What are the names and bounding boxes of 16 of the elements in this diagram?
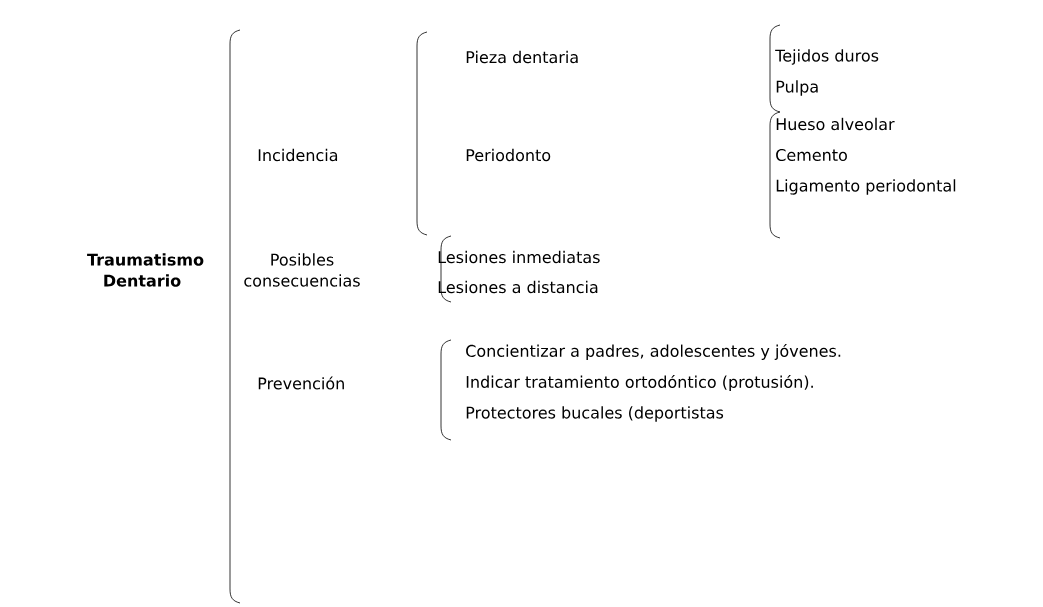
category-text: Prevención (258, 376, 344, 390)
subcategory-text: Pieza dentaria (466, 50, 578, 64)
title-text: Traumatismo Dentario (87, 253, 204, 287)
item-text: Indicar tratamiento ortodóntico (protusión). (466, 374, 813, 392)
item-text: Pulpa (776, 80, 818, 96)
item-text: Lesiones inmediatas (438, 250, 600, 264)
category-text: Posibles consecuencias (244, 253, 360, 287)
item-text: Concientizar a padres, adolescentes y jóvenes. (466, 343, 841, 361)
item-text: Protectores bucales (deportistas (466, 406, 724, 422)
item-text: Cemento (776, 148, 847, 162)
category-text: Incidencia (258, 148, 338, 162)
item-text: Tejidos duros (775, 49, 879, 65)
item-text: Ligamento periodontal (776, 179, 956, 195)
subcategory-text: Periodonto (466, 148, 551, 162)
item-text: Hueso alveolar (776, 117, 895, 131)
item-text: Lesiones a distancia (438, 280, 598, 294)
